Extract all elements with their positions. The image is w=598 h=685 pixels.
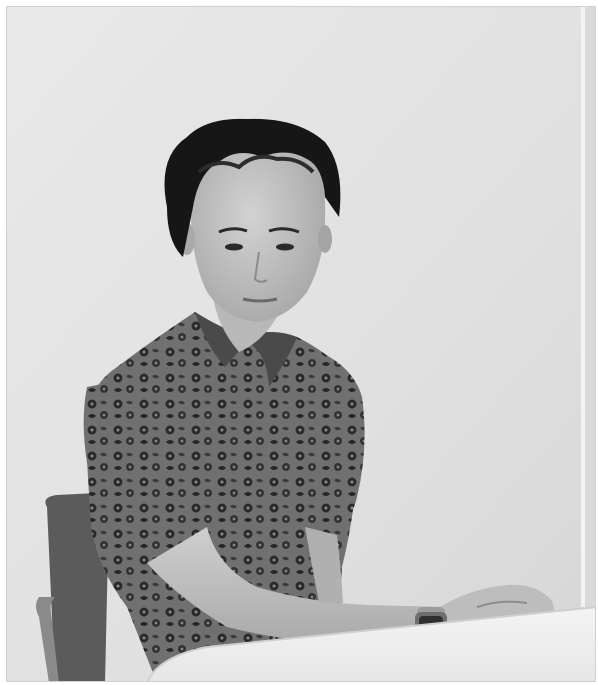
eye-left: [225, 243, 243, 251]
wall-seam: [581, 7, 585, 607]
nose: [253, 251, 268, 283]
hair-fringe: [197, 154, 315, 174]
chair-back: [45, 493, 109, 681]
table-edge: [146, 606, 595, 681]
shirt-torso: [85, 312, 361, 681]
eyebrow-right: [268, 227, 300, 234]
forearm-left: [147, 527, 447, 647]
shirt-sleeve-left: [83, 377, 218, 567]
hair: [164, 118, 341, 258]
chair-frame: [36, 597, 59, 681]
table: [147, 607, 595, 681]
mouth: [242, 297, 278, 303]
portrait-photo: [6, 6, 596, 682]
forearm-right: [305, 527, 343, 603]
eyebrow-left: [218, 227, 248, 234]
face: [190, 128, 326, 322]
wall-panel-edge: [585, 7, 595, 607]
ear-right: [318, 225, 332, 253]
eye-right: [276, 243, 294, 251]
shirt-collar: [195, 312, 297, 387]
shirt-sleeve-right: [303, 347, 365, 537]
photo-canvas: [7, 7, 595, 681]
knuckle-line: [476, 600, 528, 608]
